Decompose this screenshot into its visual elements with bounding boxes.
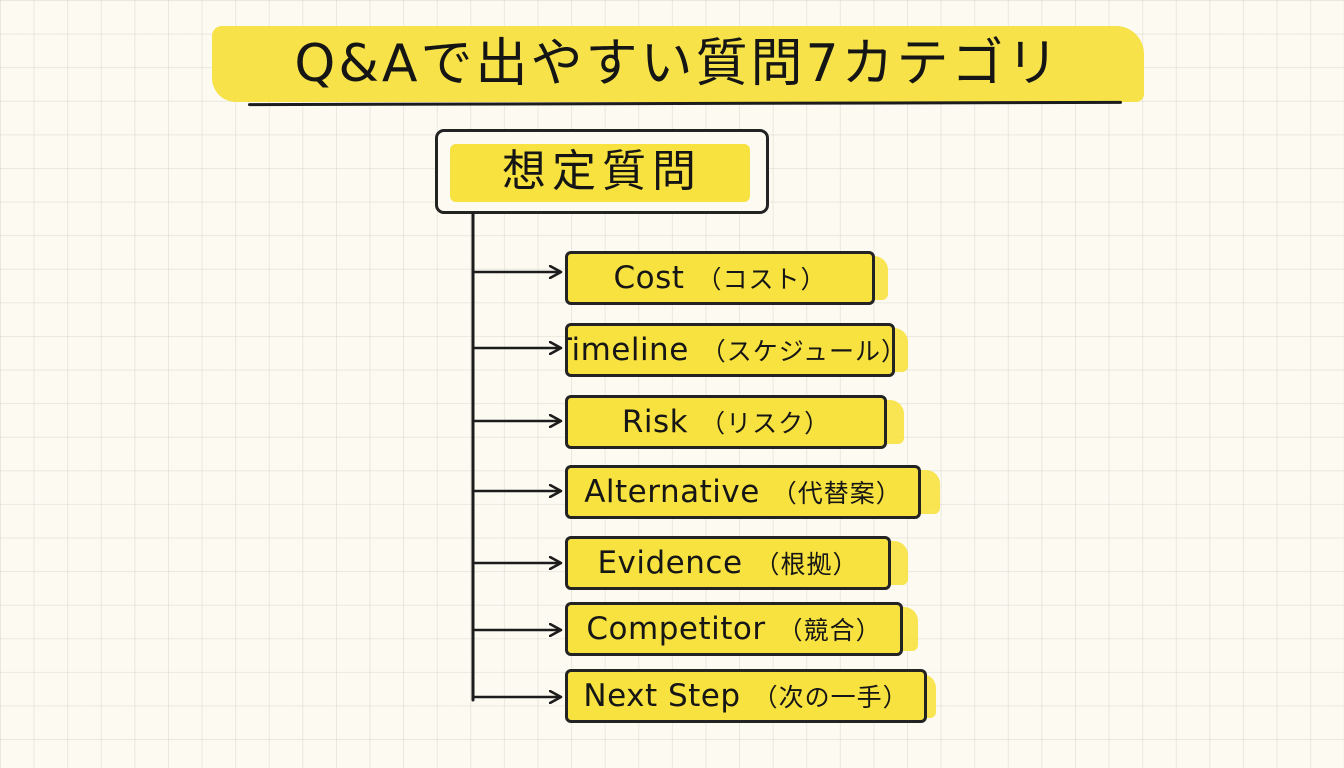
category-label-jp: （次の一手） (752, 683, 909, 712)
root-label: 想定質問 (502, 146, 702, 197)
branch-arrows (471, 272, 560, 697)
category-label-en: Next Step (583, 678, 741, 714)
category-label-en: Cost (613, 260, 685, 296)
root-highlight (450, 144, 750, 202)
title-area: Q&Aで出やすい質問7カテゴリ (0, 0, 1344, 120)
category-timeline: Timeline （スケジュール） (565, 323, 895, 377)
category-label-en: Alternative (584, 474, 760, 510)
category-label-en: Evidence (597, 545, 743, 581)
category-label-jp: （スケジュール） (700, 337, 895, 366)
title-highlight (212, 26, 1144, 102)
category-label-en: Competitor (586, 611, 766, 647)
category-label-jp: （代替案） (771, 479, 902, 508)
category-next-step: Next Step （次の一手） (565, 669, 927, 723)
category-label-jp: （コスト） (696, 265, 827, 294)
category-label-en: Risk (621, 404, 689, 440)
category-alternative: Alternative （代替案） (565, 465, 921, 519)
category-label-jp: （競合） (777, 616, 882, 645)
category-cost: Cost （コスト） (565, 251, 875, 305)
category-label-en: Timeline (565, 332, 689, 368)
category-competitor: Competitor （競合） (565, 602, 903, 656)
category-risk: Risk （リスク） (565, 395, 887, 449)
root-node: 想定質問 (435, 129, 769, 214)
category-label-jp: （根拠） (754, 550, 859, 579)
category-label-jp: （リスク） (700, 409, 831, 438)
category-evidence: Evidence （根拠） (565, 536, 891, 590)
page-title: Q&Aで出やすい質問7カテゴリ (294, 34, 1062, 94)
